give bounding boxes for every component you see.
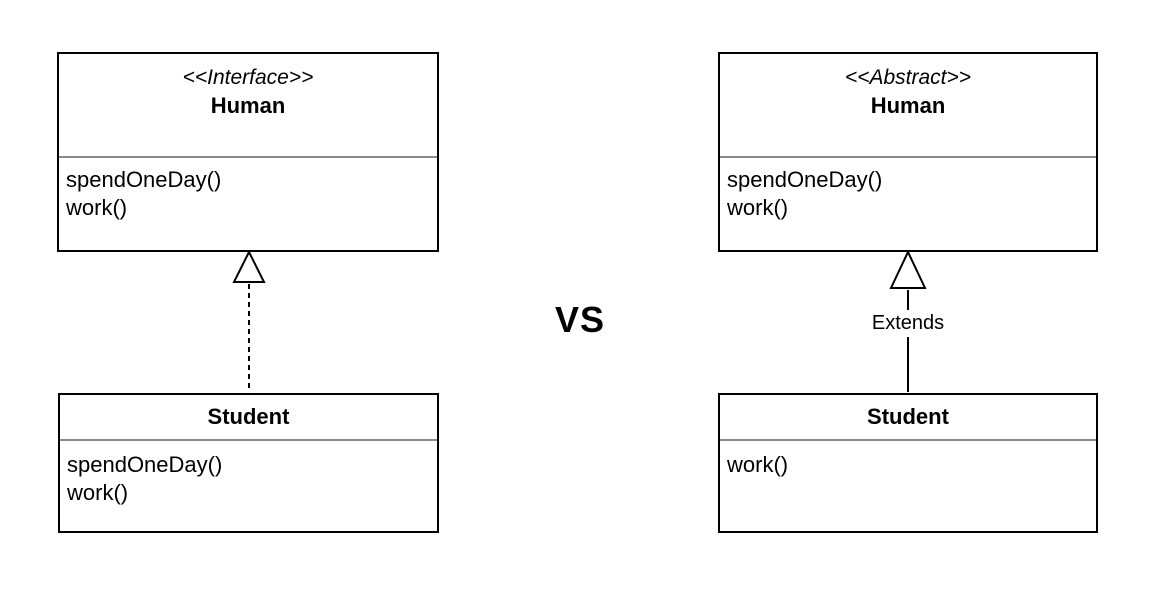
class-name-label: Student <box>60 395 437 441</box>
method-label: work() <box>727 195 789 220</box>
vs-label: VS <box>554 299 606 340</box>
hollow-triangle-arrowhead <box>232 249 266 283</box>
student-class-box-right: Student work() <box>718 393 1098 533</box>
class-name-label: Human <box>210 93 286 118</box>
methods-compartment: spendOneDay() work() <box>59 158 437 222</box>
class-header: <<Interface>> Human <box>59 54 437 158</box>
abstract-stereotype-label: <<Abstract>> <box>844 66 972 89</box>
interface-human-class-box: <<Interface>> Human spendOneDay() work() <box>57 52 439 252</box>
class-name-label: Human <box>870 93 946 118</box>
method-label: work() <box>727 452 789 477</box>
methods-compartment: work() <box>720 441 1096 479</box>
class-name-label: Student <box>720 395 1096 441</box>
methods-compartment: spendOneDay() work() <box>60 441 437 507</box>
class-header: <<Abstract>> Human <box>720 54 1096 158</box>
extends-connector-label: Extends <box>858 311 958 335</box>
method-label: spendOneDay() <box>727 167 883 192</box>
method-label: work() <box>67 480 129 505</box>
method-label: spendOneDay() <box>66 167 222 192</box>
interface-stereotype-label: <<Interface>> <box>182 66 314 89</box>
student-class-box-left: Student spendOneDay() work() <box>58 393 439 533</box>
method-label: spendOneDay() <box>67 452 223 477</box>
hollow-triangle-arrowhead <box>889 249 927 289</box>
abstract-human-class-box: <<Abstract>> Human spendOneDay() work() <box>718 52 1098 252</box>
method-label: work() <box>66 195 128 220</box>
methods-compartment: spendOneDay() work() <box>720 158 1096 222</box>
